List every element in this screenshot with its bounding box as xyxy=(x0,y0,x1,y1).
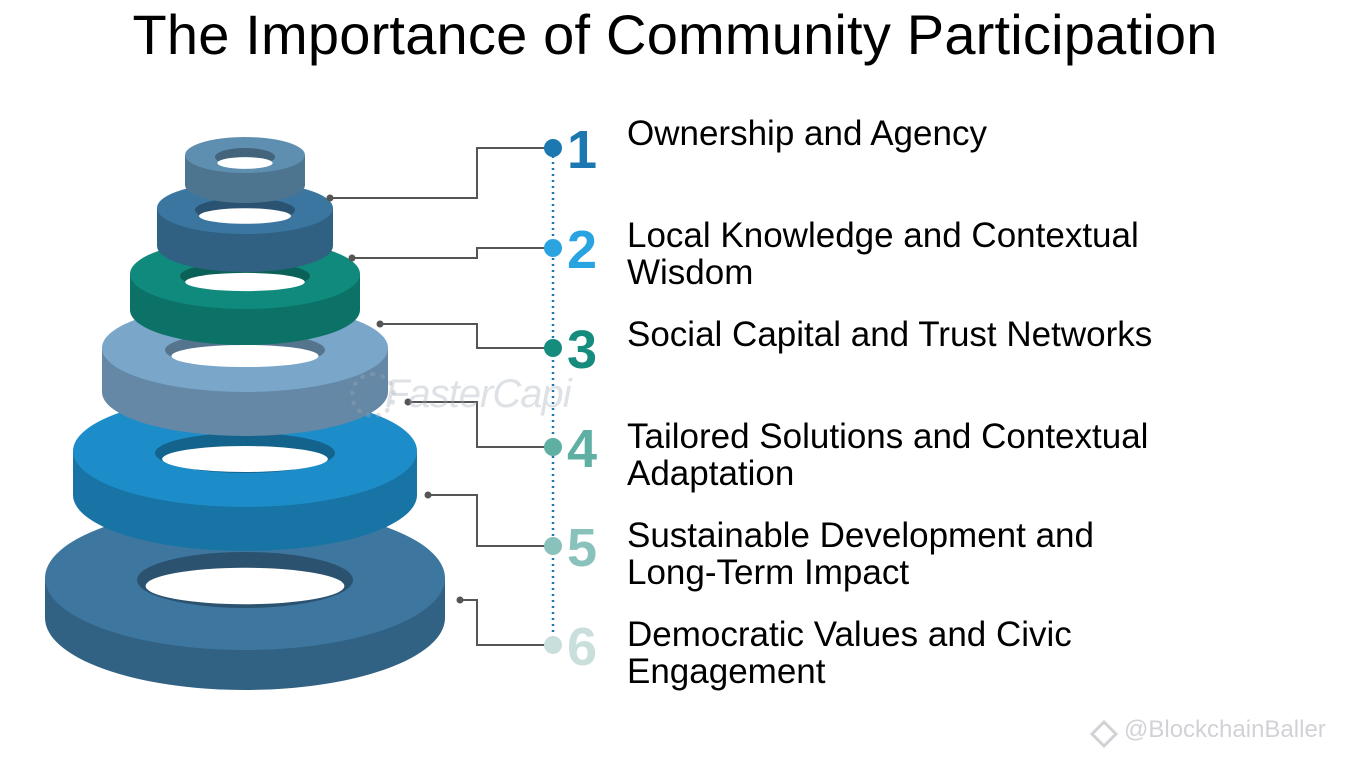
ring-1 xyxy=(45,506,445,690)
connector-4 xyxy=(404,398,553,448)
item-label-line: Sustainable Development and xyxy=(627,516,1094,555)
step-number-5: 5 xyxy=(567,518,597,578)
step-number-4: 4 xyxy=(567,419,597,479)
connector-6 xyxy=(456,596,553,646)
axis-dot-2 xyxy=(544,239,562,257)
ring-6 xyxy=(185,137,305,203)
axis-dots xyxy=(544,139,562,654)
item-label-line: Tailored Solutions and Contextual xyxy=(627,417,1149,456)
axis-dot-5 xyxy=(544,537,562,555)
step-number-1: 1 xyxy=(567,120,597,180)
connector-1 xyxy=(326,147,553,202)
item-label-line: Long-Term Impact xyxy=(627,553,910,592)
axis-dot-1 xyxy=(544,139,562,157)
step-numbers: 1 2 3 4 5 6 xyxy=(567,120,597,677)
watermark-gear-icon xyxy=(350,372,396,418)
item-label-line: Adaptation xyxy=(627,454,795,493)
connector-lines xyxy=(326,147,553,646)
page-title: The Importance of Community Participatio… xyxy=(132,3,1218,66)
connector-2 xyxy=(348,247,553,262)
item-label-line: Social Capital and Trust Networks xyxy=(627,315,1153,354)
axis-dot-4 xyxy=(544,438,562,456)
axis-dot-3 xyxy=(544,339,562,357)
ring-stack xyxy=(45,137,445,690)
item-label-3: Social Capital and Trust Networks xyxy=(627,316,1267,353)
connector-3 xyxy=(376,320,553,349)
item-label-line: Local Knowledge and Contextual xyxy=(627,216,1139,255)
item-label-1: Ownership and Agency xyxy=(627,115,1267,152)
step-number-3: 3 xyxy=(567,320,597,380)
axis-dot-6 xyxy=(544,636,562,654)
item-label-line: Democratic Values and Civic xyxy=(627,615,1072,654)
credit-text: @BlockchainBaller xyxy=(1124,716,1326,743)
item-label-line: Wisdom xyxy=(627,253,754,292)
step-number-2: 2 xyxy=(567,220,597,280)
item-label-line: Engagement xyxy=(627,652,826,691)
connector-5 xyxy=(424,491,553,547)
item-label-line: Ownership and Agency xyxy=(627,114,987,153)
watermark-text: FasterCapi xyxy=(385,372,572,416)
step-number-6: 6 xyxy=(567,617,597,677)
